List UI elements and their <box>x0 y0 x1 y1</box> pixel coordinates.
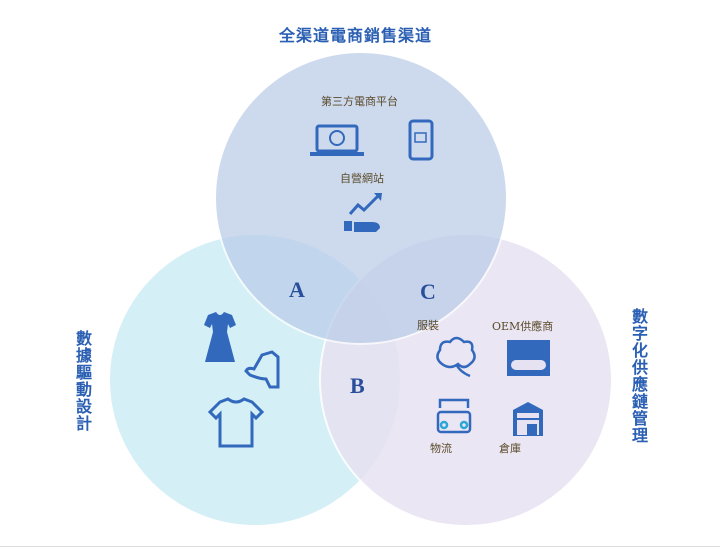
dress-icon <box>204 312 236 362</box>
circle-top <box>214 51 508 345</box>
divider <box>0 546 720 547</box>
title-top: 全渠道電商銷售渠道 <box>279 26 433 45</box>
oem-factory-icon <box>507 340 550 376</box>
cotton-icon <box>436 336 476 378</box>
logistics-truck-icon <box>436 398 472 434</box>
mobile-cart-icon <box>408 119 434 161</box>
laptop-globe-icon <box>310 124 364 156</box>
tshirt-icon <box>207 397 265 448</box>
label-own-site: 自營網站 <box>340 172 384 185</box>
region-b-label: B <box>350 373 365 398</box>
label-logistics: 物流 <box>430 442 452 455</box>
title-left: 數據驅動設計 <box>73 330 92 432</box>
region-c-label: C <box>420 279 436 304</box>
region-a-label: A <box>289 277 305 302</box>
high-heel-icon <box>244 350 280 389</box>
warehouse-icon <box>513 402 543 436</box>
title-right: 數字化供應鏈管理 <box>629 308 648 444</box>
label-apparel: 服裝 <box>417 319 439 332</box>
label-third-party: 第三方電商平台 <box>321 95 398 108</box>
label-warehouse: 倉庫 <box>499 442 521 455</box>
label-oem: OEM供應商 <box>492 320 554 333</box>
growth-hand-icon <box>344 193 382 232</box>
